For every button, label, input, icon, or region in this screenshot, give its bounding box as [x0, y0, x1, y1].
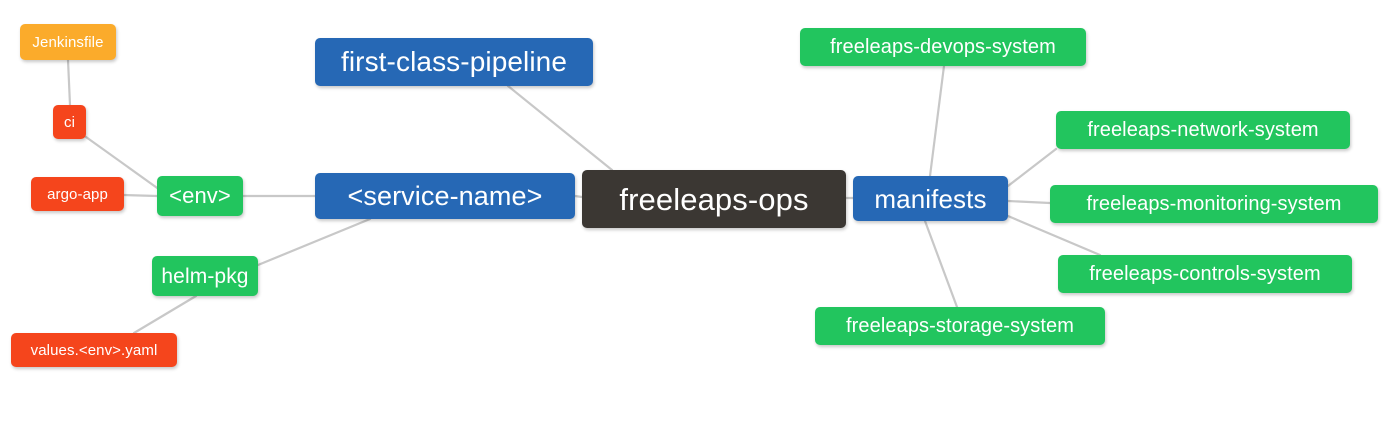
edge-manifests-to-freeleaps-network-system	[1006, 147, 1058, 188]
edge-manifests-to-freeleaps-monitoring-system	[1006, 199, 1052, 205]
node-freeleaps-storage-system[interactable]: freeleaps-storage-system	[815, 307, 1105, 345]
edge-first-class-pipeline-to-freeleaps-ops	[506, 84, 614, 172]
node-helm-pkg[interactable]: helm-pkg	[152, 256, 258, 296]
node-argo-app[interactable]: argo-app	[31, 177, 124, 211]
node-ci[interactable]: ci	[53, 105, 86, 139]
node-label-helm-pkg: helm-pkg	[161, 264, 249, 288]
node-freeleaps-ops[interactable]: freeleaps-ops	[582, 170, 846, 228]
node-values-yaml[interactable]: values.<env>.yaml	[11, 333, 177, 367]
node-freeleaps-controls-system[interactable]: freeleaps-controls-system	[1058, 255, 1352, 293]
node-label-values-yaml: values.<env>.yaml	[30, 341, 158, 359]
edge-helm-pkg-to-service-name	[256, 217, 372, 267]
node-label-freeleaps-monitoring-system: freeleaps-monitoring-system	[1086, 193, 1342, 215]
node-freeleaps-network-system[interactable]: freeleaps-network-system	[1056, 111, 1350, 149]
edge-service-name-to-freeleaps-ops	[573, 194, 584, 199]
node-env[interactable]: <env>	[157, 176, 243, 216]
edge-manifests-to-freeleaps-devops-system	[928, 64, 946, 178]
node-label-service-name: <service-name>	[347, 180, 543, 211]
node-label-freeleaps-devops-system: freeleaps-devops-system	[830, 36, 1056, 58]
node-label-freeleaps-storage-system: freeleaps-storage-system	[845, 315, 1075, 337]
node-jenkinsfile[interactable]: Jenkinsfile	[20, 24, 116, 60]
node-label-argo-app: argo-app	[47, 185, 108, 203]
node-label-freeleaps-ops: freeleaps-ops	[619, 181, 809, 217]
edge-values-yaml-to-helm-pkg	[132, 294, 198, 335]
node-label-manifests: manifests	[874, 183, 987, 214]
node-first-class-pipeline[interactable]: first-class-pipeline	[315, 38, 593, 86]
node-label-freeleaps-network-system: freeleaps-network-system	[1087, 119, 1319, 141]
node-label-freeleaps-controls-system: freeleaps-controls-system	[1089, 263, 1321, 285]
node-label-ci: ci	[63, 113, 76, 131]
node-freeleaps-devops-system[interactable]: freeleaps-devops-system	[800, 28, 1086, 66]
edge-argo-app-to-env	[122, 193, 159, 198]
node-label-env: <env>	[169, 183, 231, 208]
edge-jenkinsfile-to-ci	[66, 58, 72, 107]
edge-manifests-to-freeleaps-storage-system	[923, 219, 959, 309]
node-service-name[interactable]: <service-name>	[315, 173, 575, 219]
node-label-first-class-pipeline: first-class-pipeline	[340, 46, 568, 77]
node-manifests[interactable]: manifests	[853, 176, 1008, 221]
node-freeleaps-monitoring-system[interactable]: freeleaps-monitoring-system	[1050, 185, 1378, 223]
node-label-jenkinsfile: Jenkinsfile	[32, 33, 104, 51]
